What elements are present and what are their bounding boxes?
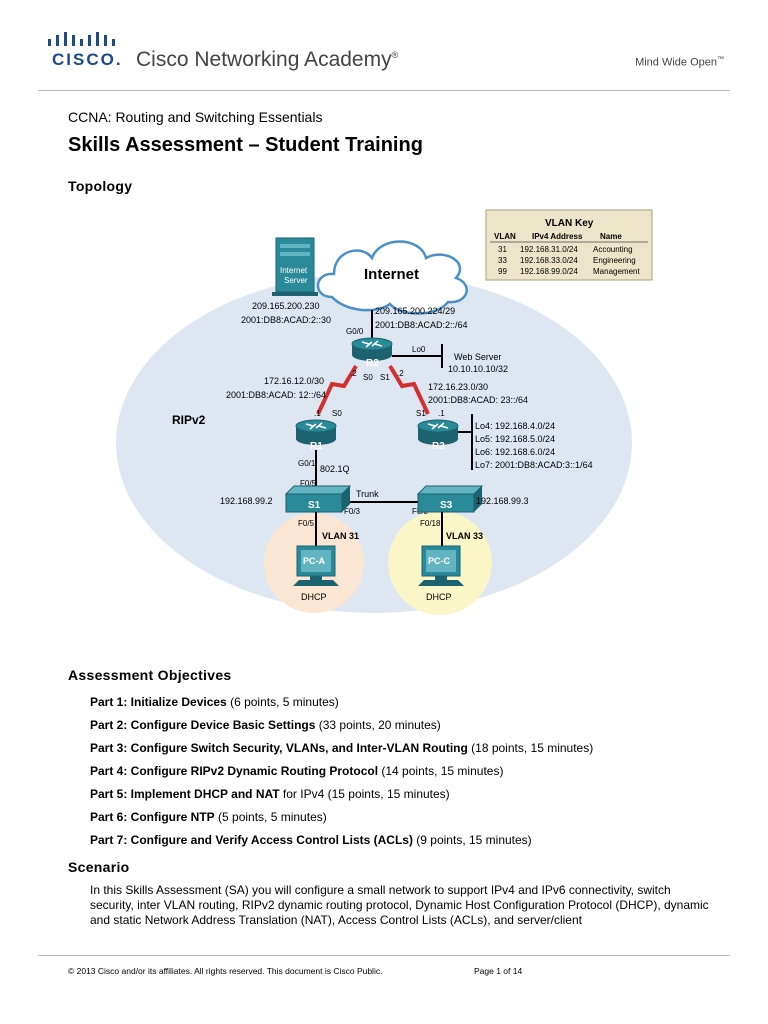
trunk-label: Trunk [356,489,379,499]
page-header: CISCO. Cisco Networking Academy® Mind Wi… [0,0,768,90]
cisco-logo-word: CISCO. [52,50,123,69]
svg-text:Management: Management [593,267,640,276]
svg-text:Accounting: Accounting [593,245,633,254]
s3-label: S3 [440,500,453,511]
s3-f018: F0/18 [420,519,441,528]
s1-f05-up: F0/5 [300,479,317,488]
page-number: Page 1 of 14 [474,966,523,976]
switch-s1-icon [284,485,352,513]
svg-text:192.168.33.0/24: 192.168.33.0/24 [520,256,578,265]
svg-text:Lo6: 192.168.6.0/24: Lo6: 192.168.6.0/24 [475,447,555,457]
web-server-ip: 10.10.10.10/32 [448,364,508,374]
footer-divider [38,955,730,956]
copyright-text: © 2013 Cisco and/or its affiliates. All … [68,966,383,976]
svg-text:Lo7: 2001:DB8:ACAD:3::1/64: Lo7: 2001:DB8:ACAD:3::1/64 [475,460,593,470]
switch-s3-icon [416,485,484,513]
svg-text:192.168.31.0/24: 192.168.31.0/24 [520,245,578,254]
cloud-label: Internet [364,266,419,283]
topology-diagram: Internet Internet Server 209.165.200.230… [116,209,653,615]
router-r2-icon [351,337,393,361]
scenario-heading: Scenario [68,859,130,875]
course-title: CCNA: Routing and Switching Essentials [68,109,323,125]
serial-r2-r3 [388,364,430,415]
r2r3-net4: 172.16.23.0/30 [428,382,488,392]
r2-s0: S0 [363,373,373,382]
s1-f05-down: F0/5 [298,519,315,528]
objective-item: Part 1: Initialize Devices (6 points, 5 … [90,695,339,709]
s3-ip: 192.168.99.3 [476,496,529,506]
ripv2-label: RIPv2 [172,413,206,427]
web-server-label: Web Server [454,352,501,362]
pc-c-label: PC-C [428,556,450,566]
r1-label: R1 [310,441,323,452]
objective-item: Part 5: Implement DHCP and NAT for IPv4 … [90,787,450,801]
router-r3-icon [417,419,459,445]
vlan33-label: VLAN 33 [446,531,483,541]
objectives-list: Part 1: Initialize Devices (6 points, 5 … [90,691,593,852]
topology-heading: Topology [68,178,133,194]
r2-s1: S1 [380,373,390,382]
dot1q-label: 802.1Q [320,464,350,474]
r1-dot1: .1 [314,409,321,418]
r3-s1: S1 [416,409,426,418]
r1-g01: G0/1 [298,459,316,468]
svg-text:99: 99 [498,267,507,276]
objective-item: Part 6: Configure NTP (5 points, 5 minut… [90,810,327,824]
objective-item: Part 3: Configure Switch Security, VLANs… [90,741,594,755]
objectives-heading: Assessment Objectives [68,667,232,683]
tagline: Mind Wide Open™ [635,56,724,69]
router-r1-icon [295,419,337,445]
svg-text:192.168.99.0/24: 192.168.99.0/24 [520,267,578,276]
scenario-text: In this Skills Assessment (SA) you will … [90,883,709,927]
header-divider [38,90,730,91]
vlan-key-table: VLAN Key VLAN IPv4 Address Name 31 192.1… [485,209,653,281]
r1r2-net4: 172.16.12.0/30 [264,376,324,386]
s1-label: S1 [308,500,321,511]
pc-c-dhcp: DHCP [426,592,452,602]
r2-g00: G0/0 [346,327,364,336]
s1-ip: 192.168.99.2 [220,496,273,506]
internet-server-label: Internet Server [280,266,309,285]
r3-loopbacks: Lo4: 192.168.4.0/24 Lo5: 192.168.5.0/24 … [475,421,593,470]
ripv2-area [116,273,632,613]
server-ip6: 2001:DB8:ACAD:2::30 [241,315,331,325]
objective-item: Part 4: Configure RIPv2 Dynamic Routing … [90,764,504,778]
pc-a-label: PC-A [303,556,325,566]
page-title: Skills Assessment – Student Training [68,134,423,156]
r3-dot1: .1 [438,409,445,418]
svg-text:VLAN Key: VLAN Key [545,218,594,229]
isp-net4: 209.165.200.224/29 [375,306,455,316]
objective-item: Part 7: Configure and Verify Access Cont… [90,833,532,847]
pc-c-icon [418,545,464,586]
r1-s0: S0 [332,409,342,418]
svg-text:Name: Name [600,232,622,241]
pc-a-dhcp: DHCP [301,592,327,602]
serial-r1-r2 [316,364,358,415]
internet-server-icon [272,237,318,296]
r2-dot2-left: .2 [350,369,357,378]
cisco-logo-bars-icon [48,32,115,46]
pc-a-icon [293,545,339,586]
r2-label: R2 [366,358,379,369]
page-footer: © 2013 Cisco and/or its affiliates. All … [68,966,522,976]
svg-text:IPv4 Address: IPv4 Address [532,232,583,241]
lo0-label: Lo0 [412,345,426,354]
r2-dot2-right: .2 [397,369,404,378]
isp-net6: 2001:DB8:ACAD:2::/64 [375,320,468,330]
r2r3-net6: 2001:DB8:ACAD: 23::/64 [428,395,528,405]
svg-text:Engineering: Engineering [593,256,636,265]
svg-text:31: 31 [498,245,507,254]
svg-text:Lo5: 192.168.5.0/24: Lo5: 192.168.5.0/24 [475,434,555,444]
vlan31-label: VLAN 31 [322,531,359,541]
objective-item: Part 2: Configure Device Basic Settings … [90,718,441,732]
svg-text:VLAN: VLAN [494,232,516,241]
svg-text:Lo4: 192.168.4.0/24: Lo4: 192.168.4.0/24 [475,421,555,431]
r3-label: R3 [432,441,445,452]
academy-name: Cisco Networking Academy® [136,48,399,71]
s1-f03: F0/3 [344,507,361,516]
svg-text:33: 33 [498,256,507,265]
server-ip4: 209.165.200.230 [252,301,320,311]
r1r2-net6: 2001:DB8:ACAD: 12::/64 [226,390,326,400]
cloud-icon [316,240,468,315]
